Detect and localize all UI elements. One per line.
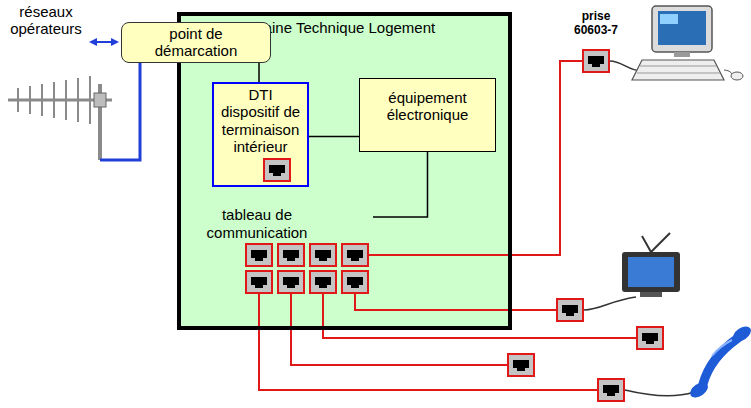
patch-panel: tableau de communication: [198, 205, 373, 297]
jack-grid: [245, 243, 369, 294]
outlet-wires: [259, 61, 638, 390]
rj45-jack: [309, 243, 337, 267]
text-label: prise 60603-7: [566, 10, 626, 38]
rj45-jack: [341, 243, 369, 267]
rj45-jack: [277, 270, 305, 294]
rj45-jack: [341, 270, 369, 294]
tv-icon: [622, 233, 680, 297]
device-cords: [584, 61, 694, 396]
rj45-jack: [277, 243, 305, 267]
node-text: tableau de communication: [198, 205, 316, 242]
terminal-box: DTI dispositif de terminaison intérieur: [212, 82, 309, 187]
connector-line: [309, 136, 359, 138]
rj45-jack: [245, 243, 273, 267]
connector-line: [373, 152, 428, 217]
rj45-jack: [309, 270, 337, 294]
antenna-illustration: [8, 76, 112, 160]
connector-line: [258, 63, 260, 82]
equipment-box: équipement électronique: [359, 78, 496, 152]
wall-outlets: [508, 50, 663, 401]
antenna-cable: [100, 62, 140, 160]
text-label: réseaux opérateurs: [2, 3, 90, 38]
rj45-jack: [245, 270, 273, 294]
node-text: point de démarcation: [126, 25, 266, 60]
node-text: DTI dispositif de terminaison intérieur: [219, 86, 302, 155]
rj45-jack: [263, 158, 291, 182]
node-text: équipement électronique: [364, 89, 491, 124]
demarcation-box: point de démarcation: [121, 22, 271, 63]
phone-icon: [687, 323, 751, 400]
computer-icon: [632, 6, 743, 80]
network-arrow: [89, 38, 119, 46]
